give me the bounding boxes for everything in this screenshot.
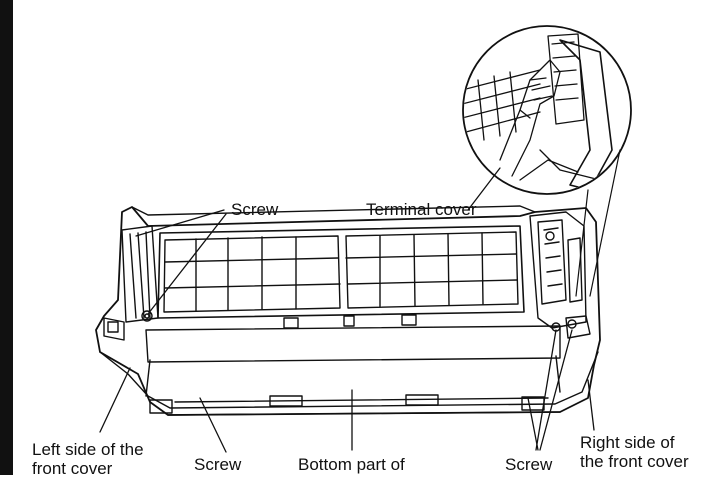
leader-screw-bottom-right-3	[527, 397, 539, 451]
leader-screw-top-right	[147, 213, 227, 315]
label-screw-top: Screw	[231, 200, 279, 219]
leader-screw-top-left	[135, 209, 225, 237]
air-filter-grid	[121, 225, 525, 329]
leader-right-side	[587, 379, 595, 431]
label-screw-bottom-left: Screw	[194, 455, 242, 474]
label-bottom-part: Bottom part of	[298, 455, 405, 474]
label-screw-bottom-right: Screw	[505, 455, 553, 474]
label-right-side-line2: the front cover	[580, 452, 689, 471]
terminal-box	[529, 211, 587, 332]
indoor-unit-body	[95, 205, 601, 416]
leader-lines	[99, 167, 595, 453]
leader-screw-bottom-left	[199, 397, 227, 453]
leader-screw-bottom-right-1	[535, 329, 557, 451]
label-right-side-line1: Right side of	[580, 433, 675, 452]
leader-screw-bottom-right-2	[539, 329, 573, 451]
label-terminal-cover: Terminal cover	[366, 200, 477, 219]
terminal-cover-detail-inset	[462, 25, 632, 297]
page-edge-bar	[0, 0, 13, 475]
leader-terminal-cover	[467, 167, 501, 211]
label-left-side-front-cover: Left side of the front cover	[32, 440, 144, 478]
label-right-side-front-cover: Right side of the front cover	[580, 433, 689, 471]
leader-left-side	[99, 367, 131, 433]
